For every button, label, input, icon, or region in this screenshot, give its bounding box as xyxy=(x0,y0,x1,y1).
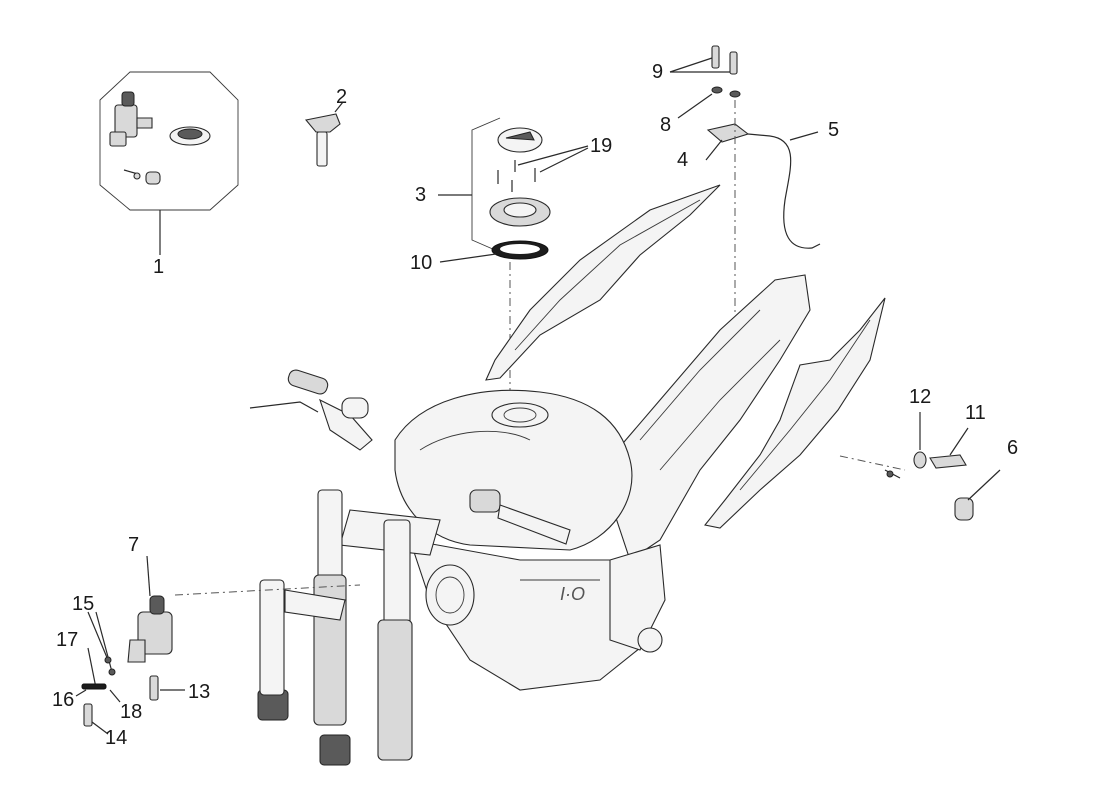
callout-1[interactable]: 1 xyxy=(153,256,165,278)
callout-15[interactable]: 15 xyxy=(72,593,95,615)
callout-3[interactable]: 3 xyxy=(415,184,427,206)
callout-16[interactable]: 16 xyxy=(52,689,75,711)
part-1-lock-set-group[interactable] xyxy=(99,71,239,255)
callout-5[interactable]: 5 xyxy=(828,119,840,141)
callout-2[interactable]: 2 xyxy=(336,86,348,108)
part-3-fuel-cap-group[interactable] xyxy=(438,117,589,410)
parts-6-11-12-seat-lock[interactable] xyxy=(839,412,1001,521)
callout-17[interactable]: 17 xyxy=(56,629,79,651)
part-2-key[interactable] xyxy=(304,101,344,167)
tail-fairing-panel xyxy=(704,297,886,529)
callout-6[interactable]: 6 xyxy=(1007,437,1019,459)
callout-14[interactable]: 14 xyxy=(105,727,128,749)
callout-12[interactable]: 12 xyxy=(909,386,932,408)
callout-19[interactable]: 19 xyxy=(590,135,613,157)
callout-4[interactable]: 4 xyxy=(677,149,689,171)
callout-8[interactable]: 8 xyxy=(660,114,672,136)
motorcycle-frame-assembly: I·O xyxy=(249,274,811,766)
callout-10[interactable]: 10 xyxy=(410,252,433,274)
callout-9[interactable]: 9 xyxy=(652,61,664,83)
callout-18[interactable]: 18 xyxy=(120,701,143,723)
callout-11[interactable]: 11 xyxy=(965,402,986,424)
svg-text:I·O: I·O xyxy=(560,584,585,604)
part-4-5-bracket-cable[interactable] xyxy=(669,45,821,330)
parts-15-18-pins-springs[interactable] xyxy=(75,611,121,703)
assembly-line-lock xyxy=(174,584,361,596)
part-14-bolt[interactable] xyxy=(83,703,109,735)
upper-fairing-panel xyxy=(485,184,721,381)
callout-7[interactable]: 7 xyxy=(128,534,140,556)
callout-13[interactable]: 13 xyxy=(188,681,211,703)
part-13-bolt[interactable] xyxy=(149,675,185,701)
part-7-ignition-lock[interactable] xyxy=(127,555,173,663)
